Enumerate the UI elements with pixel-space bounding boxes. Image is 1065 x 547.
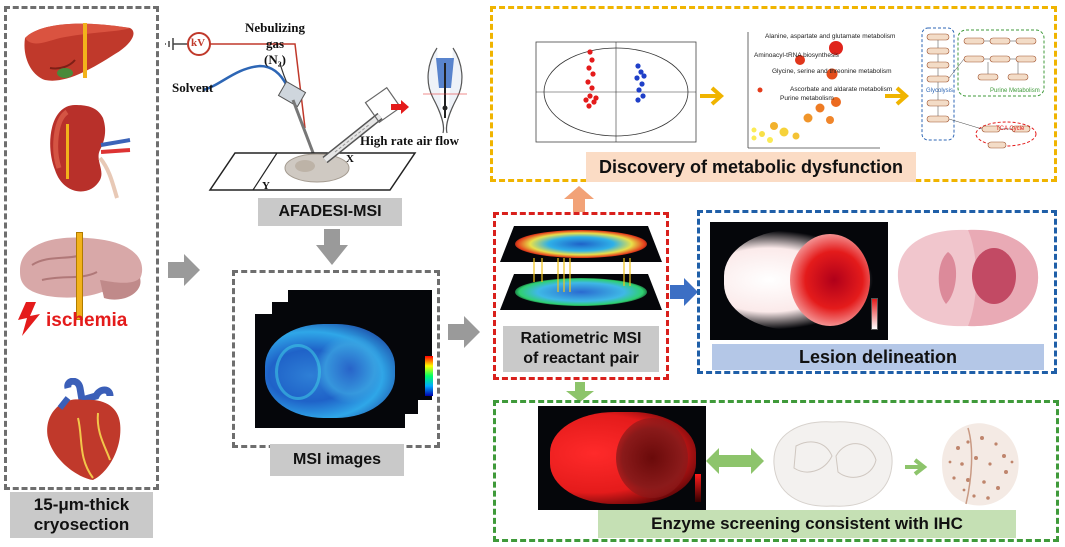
liver-icon [24,23,134,81]
msi-image-front [255,314,405,428]
arrow-down-icon [316,229,348,265]
pathway-label-3: Glycine, serine and threonine metabolism [772,68,892,75]
network-label-tca: TCA Cycle [996,126,1025,132]
pathway-label-1: Alanine, aspartate and glutamate metabol… [765,33,896,40]
lesion-caption: Lesion delineation [712,344,1044,370]
organ-caption: 15-μm-thick cryosection [10,492,153,538]
arrow-right-icon [700,86,725,106]
heart-icon [47,378,121,480]
arrow-up-icon [564,186,594,212]
ratiometric-panel [493,212,669,380]
metabolic-network [921,27,1045,149]
network-label-purine: Purine Metabolism [990,88,1040,94]
ischemia-label: ischemia [46,310,128,331]
liver-section-line [83,23,87,78]
enzyme-panel [493,400,1059,542]
lightning-icon [18,302,40,336]
lesion-panel [697,210,1057,374]
lesion-msi-image [710,222,888,340]
pathway-label-5: Purine metabolism [780,95,834,102]
msi-colorbar [425,356,433,396]
ttc-stained-section [897,229,1039,327]
pca-plot [535,41,697,143]
brain-section-line [76,232,83,320]
enzyme-msi-image [538,406,706,510]
pathway-label-4: Ascorbate and aldarate metabolism [790,86,893,93]
kidney-icon [50,105,131,199]
enzyme-caption: Enzyme screening consistent with IHC [598,510,1016,538]
ihc-section [773,421,893,507]
pathway-bubble-plot [747,32,880,149]
axis-x-label: X [346,153,354,165]
afadesi-setup [165,32,467,191]
ratiometric-line-2: of reactant pair [523,350,639,367]
arrow-right-icon [168,254,200,286]
airflow-label: High rate air flow [360,133,460,148]
arrow-down-icon [566,382,594,402]
arrow-right-icon [905,458,928,476]
axis-y-label: Y [262,180,270,192]
kv-label: kV [191,37,206,49]
nebulizing-label: Nebulizing gas (N₂) [240,20,310,68]
ratiometric-line-1: Ratiometric MSI [520,330,642,347]
organ-panel [4,6,159,490]
caption-line-2: cryosection [33,515,130,534]
arrow-right-icon [885,86,910,106]
caption-line-1: 15-μm-thick [33,495,130,514]
double-arrow-icon [706,448,764,474]
nebulizing-line-2: gas [265,36,285,51]
ratiometric-stack [500,226,662,310]
ratiometric-caption: Ratiometric MSI of reactant pair [503,326,659,372]
discovery-caption: Discovery of metabolic dysfunction [586,152,916,182]
solvent-label: Solvent [172,80,214,95]
pathway-label-2: Aminoacyl-tRNA biosynthesis [754,52,839,59]
afadesi-title: AFADESI-MSI [258,198,402,226]
ihc-zoom [942,423,1019,506]
kidney-section-line [66,124,69,179]
nebulizing-line-1: Nebulizing [245,20,305,35]
arrow-right-icon [670,278,698,306]
msi-caption: MSI images [270,444,404,476]
arrow-right-icon [448,316,480,348]
enzyme-colorbar [695,474,701,502]
lesion-colorbar [871,298,878,330]
network-label-glycolysis: Glycolysis [926,88,954,94]
nebulizing-line-3: (N₂) [264,52,286,67]
